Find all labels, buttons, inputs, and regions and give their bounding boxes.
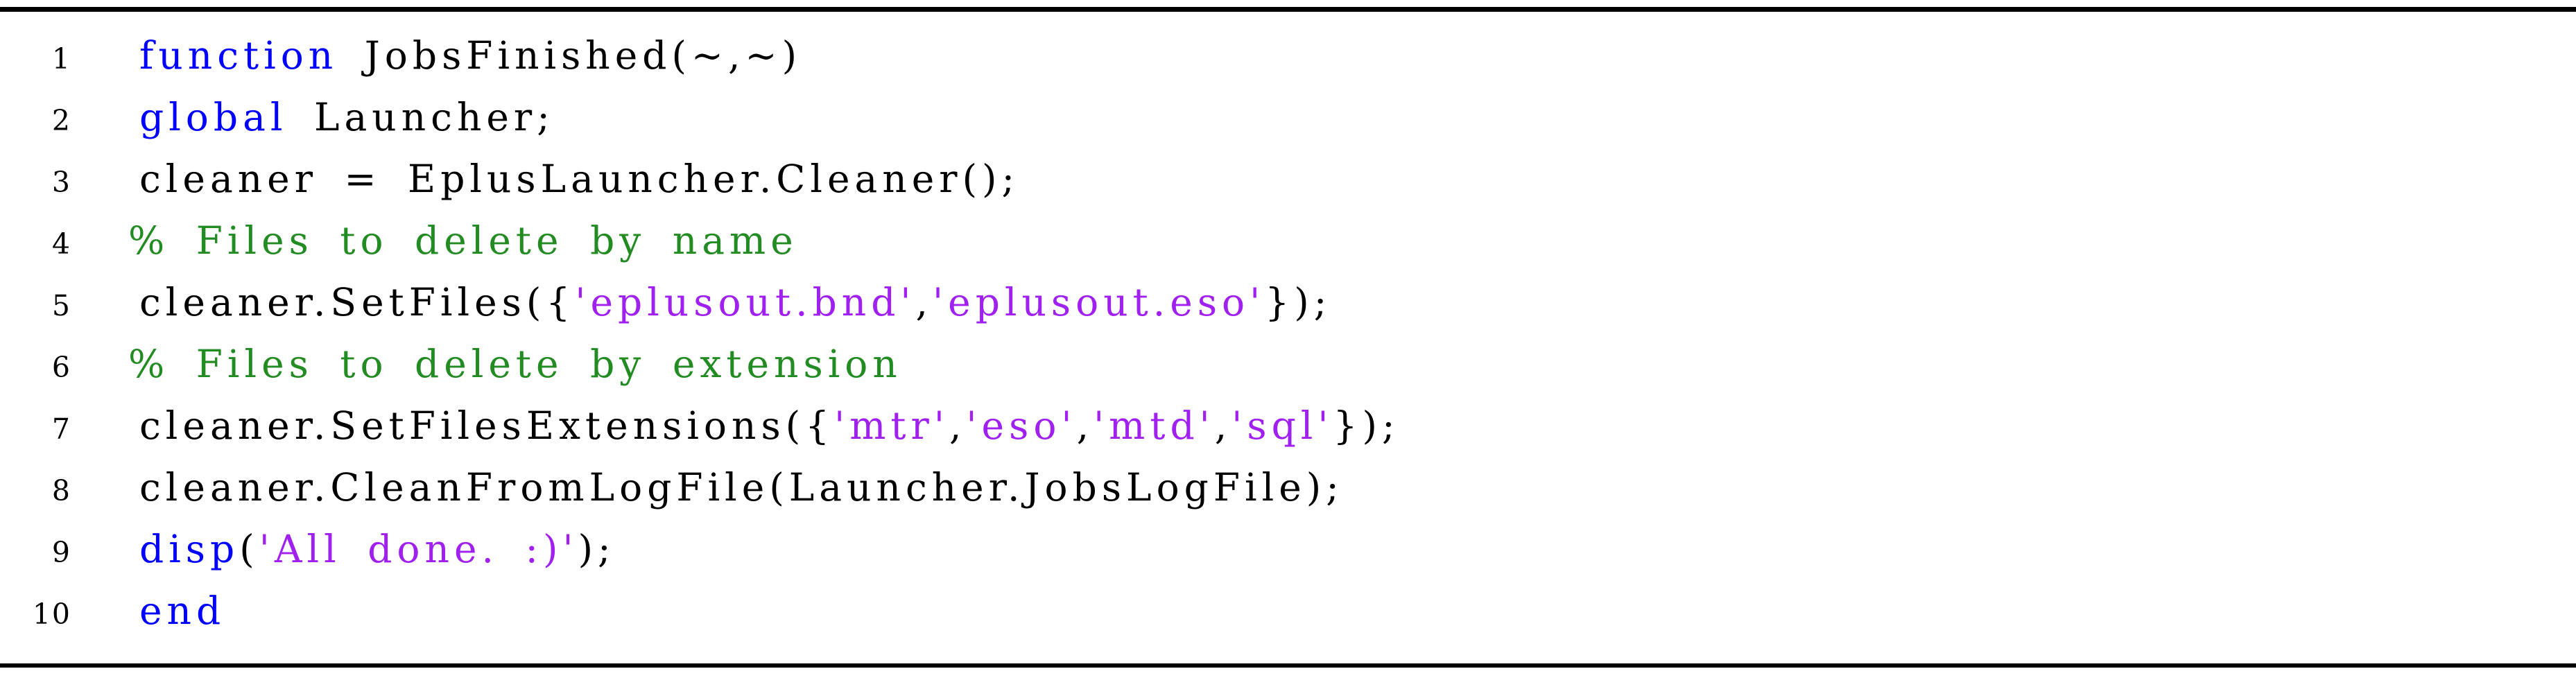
code-token-plain: cleaner.SetFilesExtensions({ <box>139 403 835 448</box>
line-number: 6 <box>51 351 71 384</box>
line-number: 1 <box>51 42 71 76</box>
code-token-plain: , <box>1214 403 1232 448</box>
code-text: cleaner.SetFiles({'eplusout.bnd','epluso… <box>139 272 1331 333</box>
code-token-string: 'All done. :)' <box>259 527 578 571</box>
line-number: 7 <box>51 412 71 446</box>
code-token-string: 'mtr' <box>834 403 949 448</box>
code-text: global Launcher; <box>139 87 555 148</box>
code-text: disp('All done. :)'); <box>139 519 616 580</box>
code-line: 10 end <box>0 580 2576 642</box>
code-token-plain: , <box>949 403 967 448</box>
code-token-string: 'eplusout.eso' <box>933 280 1265 324</box>
code-token-plain: JobsFinished(~,~) <box>338 33 802 78</box>
listing-top-rule <box>0 7 2576 12</box>
code-listing: 1 function JobsFinished(~,~) 2 global Launc… <box>0 25 2576 642</box>
code-text: cleaner = EplusLauncher.Cleaner(); <box>139 148 1019 210</box>
code-line: 4 % Files to delete by name <box>0 210 2576 272</box>
code-token-keyword: end <box>139 589 226 633</box>
line-number: 5 <box>51 289 71 322</box>
code-token-string: 'eplusout.bnd' <box>575 280 916 324</box>
line-number: 10 <box>32 598 71 631</box>
code-token-string: 'eso' <box>966 403 1077 448</box>
code-token-keyword: function <box>139 33 338 78</box>
code-token-keyword: global <box>139 95 288 139</box>
code-token-plain: ( <box>239 527 259 571</box>
code-token-string: 'mtd' <box>1093 403 1215 448</box>
listing-bottom-rule <box>0 663 2576 668</box>
code-token-comment: % Files to delete by extension <box>128 342 902 386</box>
code-line: 5 cleaner.SetFiles({'eplusout.bnd','eplus… <box>0 272 2576 333</box>
code-token-plain: cleaner.SetFiles({ <box>139 280 576 324</box>
line-number: 3 <box>51 166 71 199</box>
code-token-plain: }); <box>1265 280 1332 324</box>
code-token-comment: % Files to delete by name <box>128 218 798 263</box>
code-token-plain: Launcher; <box>287 95 555 139</box>
code-line: 2 global Launcher; <box>0 87 2576 148</box>
code-line: 8 cleaner.CleanFromLogFile(Launcher.JobsL… <box>0 457 2576 519</box>
code-token-plain: cleaner.CleanFromLogFile(Launcher.JobsLo… <box>139 465 1344 510</box>
code-token-plain: ); <box>578 527 616 571</box>
line-number: 8 <box>51 474 71 507</box>
code-token-plain: , <box>1076 403 1094 448</box>
code-token-keyword: disp <box>139 527 240 571</box>
code-text: function JobsFinished(~,~) <box>139 25 802 87</box>
code-line: 3 cleaner = EplusLauncher.Cleaner(); <box>0 148 2576 210</box>
code-token-string: 'sql' <box>1231 403 1333 448</box>
code-text: cleaner.CleanFromLogFile(Launcher.JobsLo… <box>139 457 1344 519</box>
code-text: % Files to delete by name <box>128 210 798 272</box>
code-text: end <box>139 580 225 642</box>
line-number: 2 <box>51 104 71 137</box>
code-text: cleaner.SetFilesExtensions({'mtr','eso',… <box>139 395 1400 457</box>
line-number: 4 <box>51 227 71 261</box>
code-line: 1 function JobsFinished(~,~) <box>0 25 2576 87</box>
code-line: 9 disp('All done. :)'); <box>0 519 2576 580</box>
line-number: 9 <box>51 536 71 569</box>
code-token-plain: cleaner = EplusLauncher.Cleaner(); <box>139 157 1020 201</box>
code-token-plain: }); <box>1333 403 1400 448</box>
code-line: 6 % Files to delete by extension <box>0 333 2576 395</box>
code-text: % Files to delete by extension <box>128 333 902 395</box>
code-token-plain: , <box>915 280 933 324</box>
